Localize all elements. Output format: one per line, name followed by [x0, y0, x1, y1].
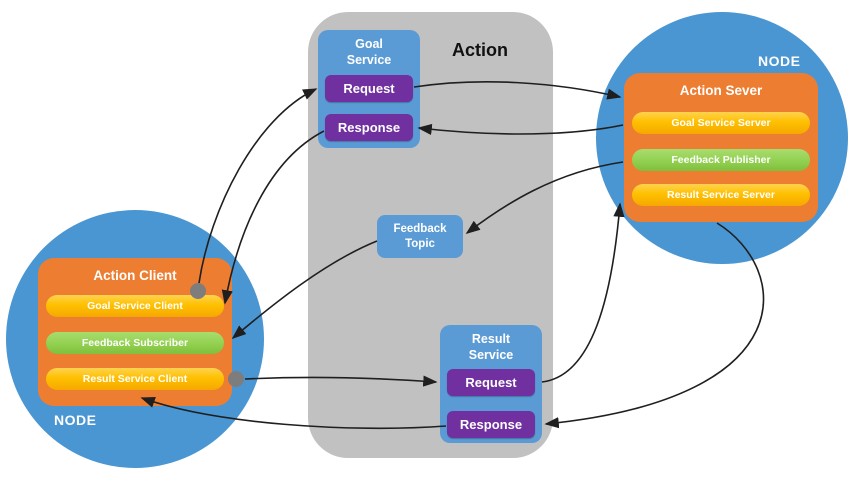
- goal-service-client-pill: Goal Service Client: [46, 295, 224, 317]
- goal-request-box: Request: [325, 75, 413, 102]
- action-server-box: Action Sever Goal Service Server Feedbac…: [624, 73, 818, 222]
- result-service-box: Result Service Request Response: [440, 325, 542, 443]
- result-service-title: Result Service: [468, 332, 514, 363]
- feedback-topic-box: Feedback Topic: [377, 215, 463, 258]
- action-client-box: Action Client Goal Service Client Feedba…: [38, 258, 232, 406]
- result-service-server-pill: Result Service Server: [632, 184, 810, 206]
- action-client-title: Action Client: [93, 268, 177, 283]
- arrow-result-request-to-server: [541, 202, 625, 383]
- goal-service-server-pill: Goal Service Server: [632, 112, 810, 134]
- result-client-connector-dot: [228, 371, 244, 387]
- action-server-title: Action Sever: [679, 83, 763, 98]
- result-service-client-pill: Result Service Client: [46, 368, 224, 390]
- result-response-box: Response: [447, 411, 535, 438]
- feedback-subscriber-pill: Feedback Subscriber: [46, 332, 224, 354]
- goal-service-title: Goal Service: [346, 37, 392, 68]
- action-panel-title: Action: [452, 40, 508, 60]
- result-request-box: Request: [447, 369, 535, 396]
- client-node-label: NODE: [54, 412, 97, 428]
- server-node-label: NODE: [758, 53, 801, 69]
- goal-response-box: Response: [325, 114, 413, 141]
- goal-client-connector-dot: [190, 283, 206, 299]
- goal-service-box: Goal Service Request Response: [318, 30, 420, 148]
- feedback-topic-title: Feedback Topic: [393, 223, 447, 250]
- feedback-publisher-pill: Feedback Publisher: [632, 149, 810, 171]
